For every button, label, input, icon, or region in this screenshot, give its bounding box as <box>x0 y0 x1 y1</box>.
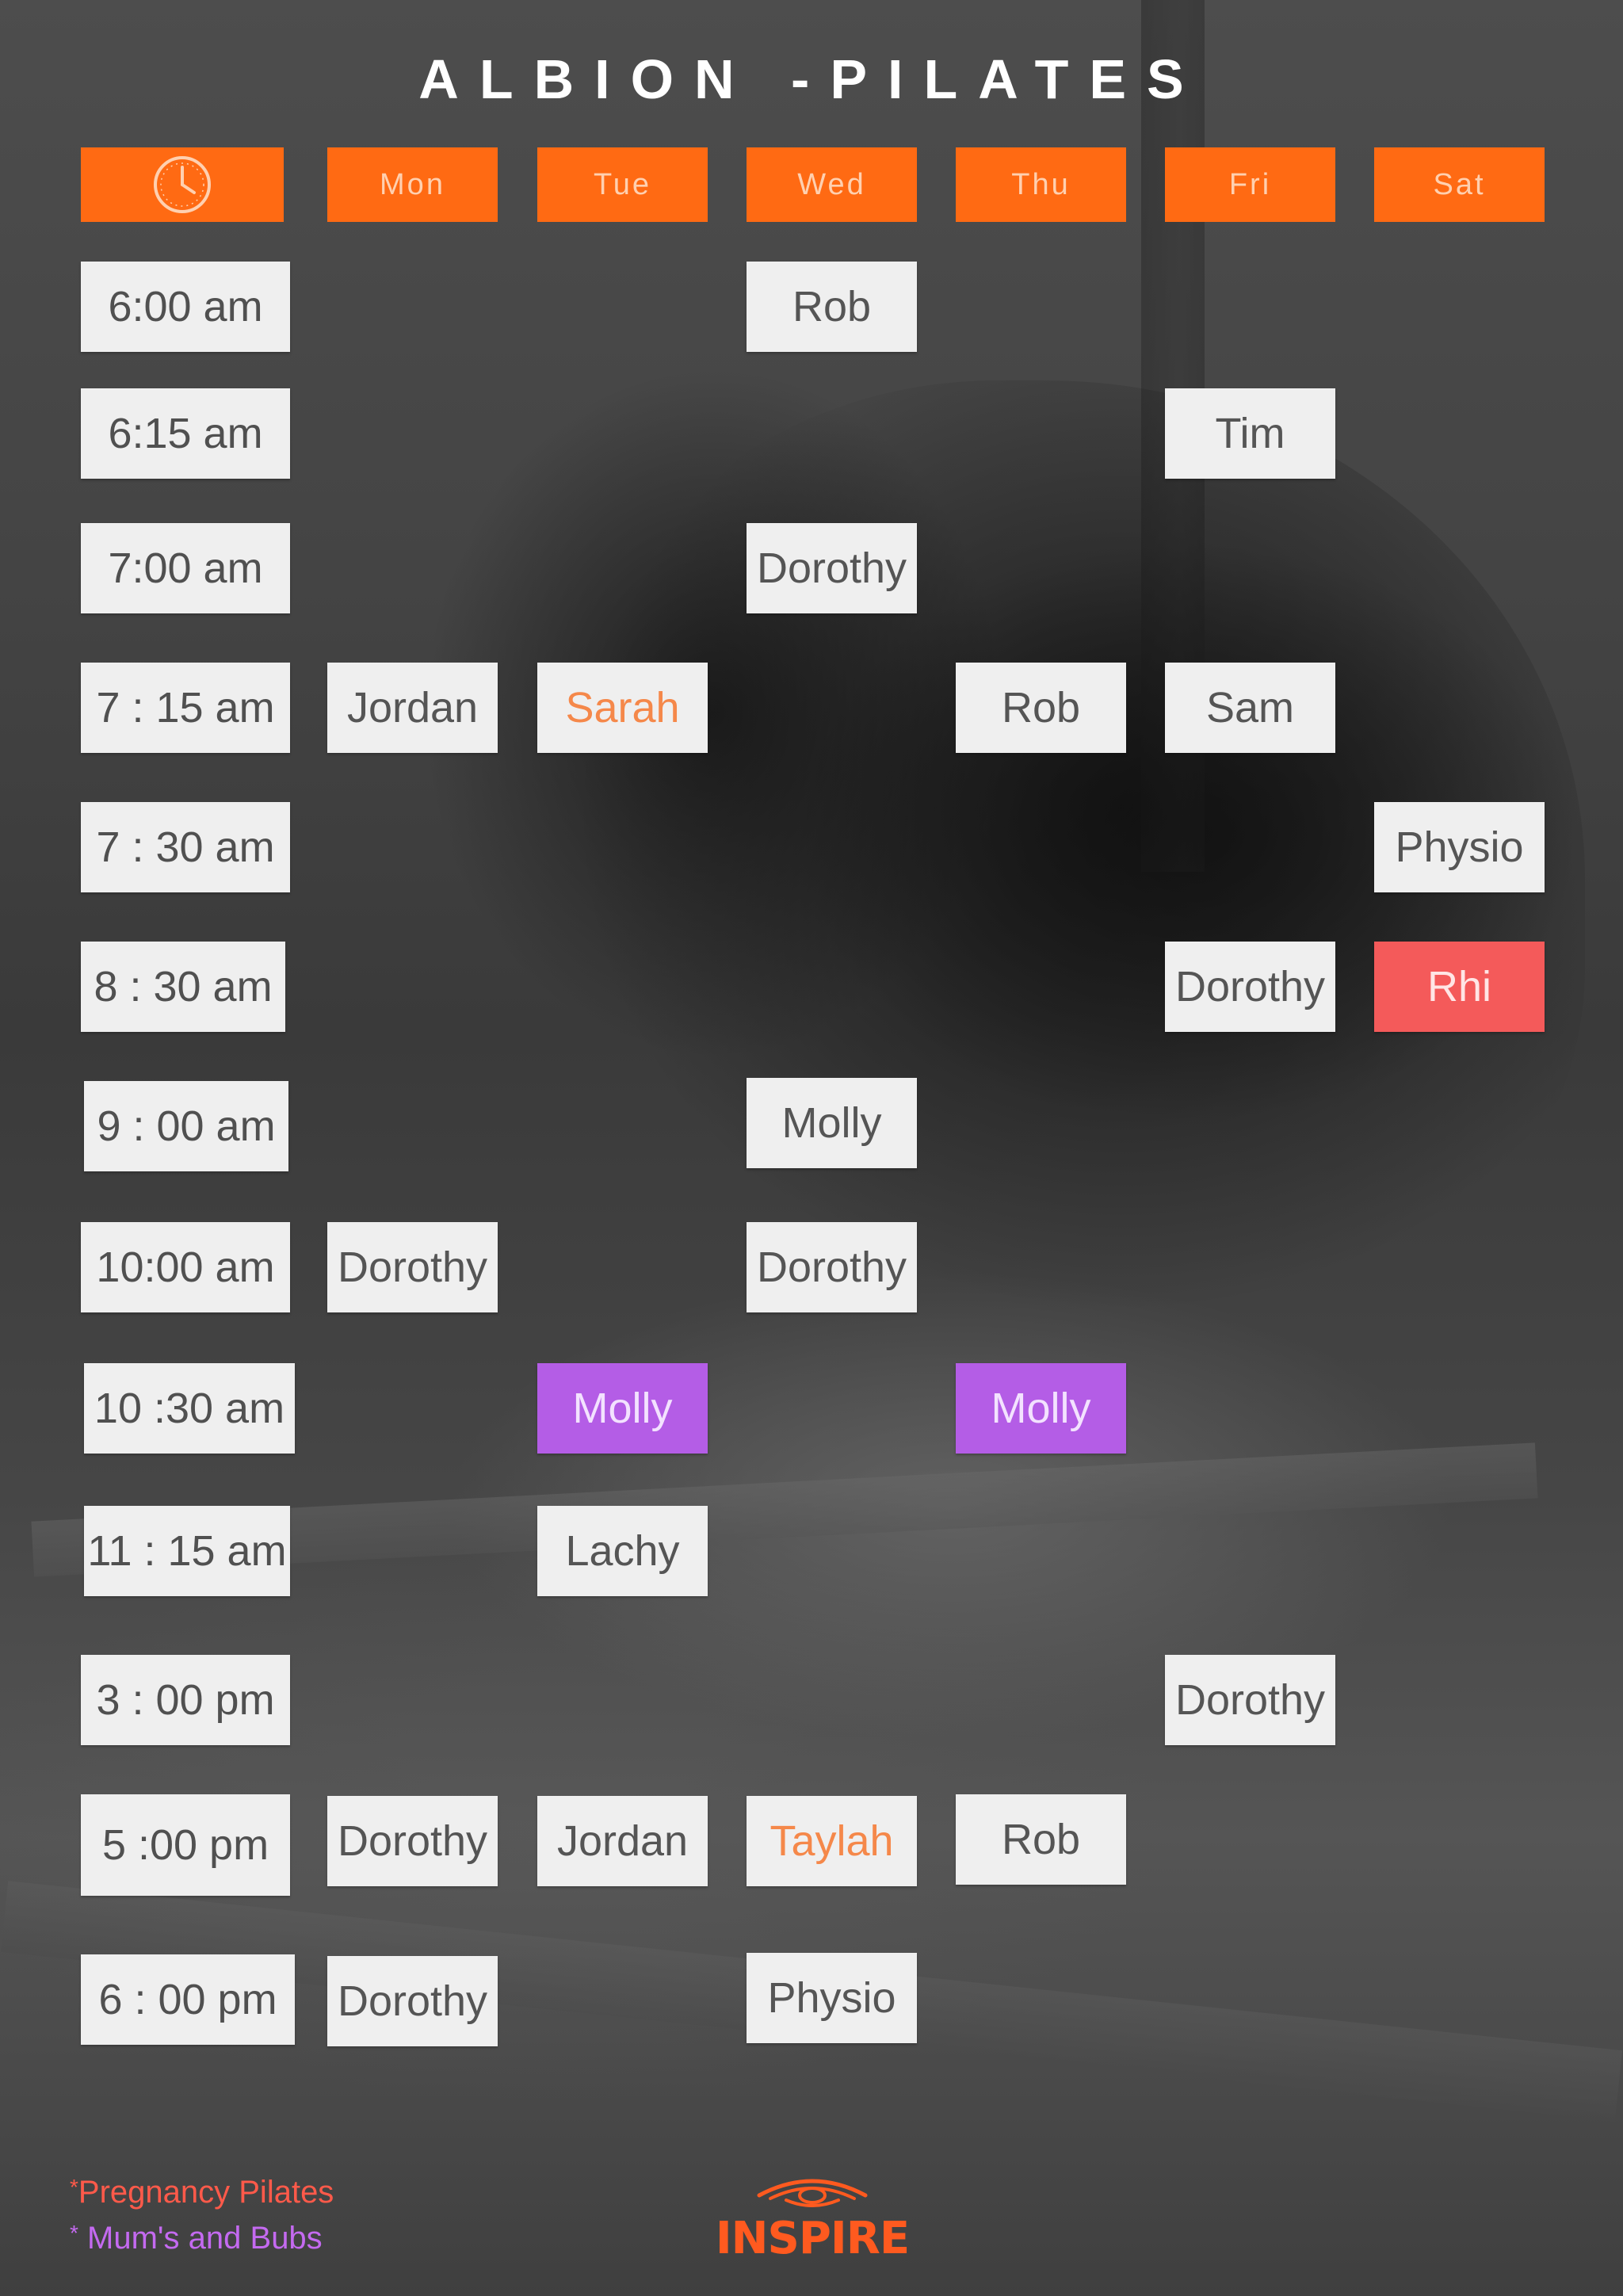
page-title: ALBION -PILATES <box>418 48 1205 110</box>
class-cell-fri: Dorothy <box>1165 1655 1335 1745</box>
class-cell-fri: Sam <box>1165 663 1335 753</box>
class-cell-wed: Molly <box>747 1078 917 1168</box>
time-slot: 11 : 15 am <box>84 1506 290 1596</box>
day-header-tue: Tue <box>537 147 708 222</box>
class-cell-wed: Dorothy <box>747 523 917 613</box>
day-header-fri: Fri <box>1165 147 1335 222</box>
time-slot: 3 : 00 pm <box>81 1655 290 1745</box>
time-slot: 10:00 am <box>81 1222 290 1312</box>
logo-wordmark: INSPIRE <box>715 2213 910 2264</box>
class-cell-sat: Rhi <box>1374 942 1545 1032</box>
class-cell-mon: Dorothy <box>327 1796 498 1886</box>
day-header-wed: Wed <box>747 147 917 222</box>
time-slot: 7 : 30 am <box>81 802 290 892</box>
legend-label: Pregnancy Pilates <box>78 2175 334 2210</box>
time-slot: 5 :00 pm <box>81 1794 290 1896</box>
legend-mums-and-bubs: * Mum's and Bubs <box>70 2221 323 2256</box>
legend-pregnancy-pilates: *Pregnancy Pilates <box>70 2175 334 2210</box>
class-cell-wed: Taylah <box>747 1796 917 1886</box>
time-slot: 6:15 am <box>81 388 290 479</box>
legend-asterisk: * <box>70 2175 78 2199</box>
legend-asterisk: * <box>70 2221 78 2245</box>
class-cell-wed: Dorothy <box>747 1222 917 1312</box>
day-header-mon: Mon <box>327 147 498 222</box>
class-cell-tue: Molly <box>537 1363 708 1454</box>
time-column-header <box>81 147 284 222</box>
time-slot: 10 :30 am <box>84 1363 295 1454</box>
class-cell-mon: Dorothy <box>327 1956 498 2046</box>
class-cell-thu: Rob <box>956 1794 1126 1885</box>
day-header-sat: Sat <box>1374 147 1545 222</box>
time-slot: 6:00 am <box>81 262 290 352</box>
clock-icon <box>154 156 211 213</box>
class-cell-mon: Jordan <box>327 663 498 753</box>
class-cell-wed: Physio <box>747 1953 917 2043</box>
inspire-logo: INSPIRE <box>688 2172 937 2267</box>
class-cell-sat: Physio <box>1374 802 1545 892</box>
class-cell-tue: Lachy <box>537 1506 708 1596</box>
class-cell-thu: Rob <box>956 663 1126 753</box>
legend-label: Mum's and Bubs <box>78 2221 323 2256</box>
time-slot: 7 : 15 am <box>81 663 290 753</box>
eye-logo-icon <box>757 2179 868 2207</box>
class-cell-tue: Jordan <box>537 1796 708 1886</box>
class-cell-mon: Dorothy <box>327 1222 498 1312</box>
time-slot: 7:00 am <box>81 523 290 613</box>
day-header-thu: Thu <box>956 147 1126 222</box>
class-cell-fri: Tim <box>1165 388 1335 479</box>
class-cell-tue: Sarah <box>537 663 708 753</box>
class-cell-fri: Dorothy <box>1165 942 1335 1032</box>
class-cell-thu: Molly <box>956 1363 1126 1454</box>
time-slot: 6 : 00 pm <box>81 1954 295 2045</box>
time-slot: 8 : 30 am <box>81 942 285 1032</box>
class-cell-wed: Rob <box>747 262 917 352</box>
time-slot: 9 : 00 am <box>84 1081 288 1171</box>
